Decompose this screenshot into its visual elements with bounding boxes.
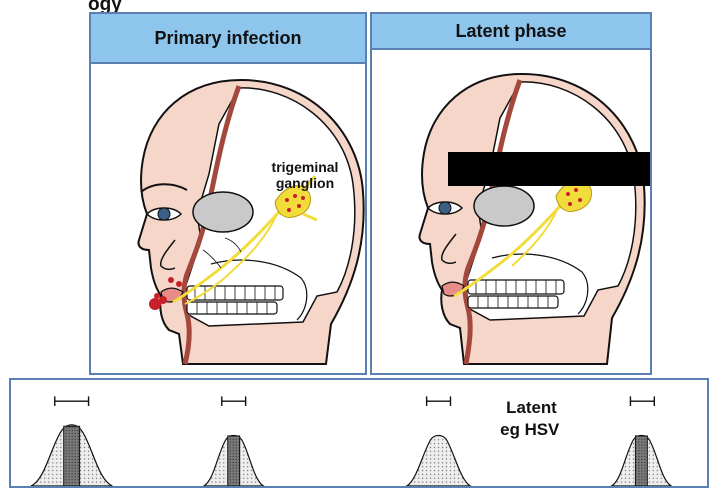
annotation-ganglion: ganglion — [276, 175, 334, 191]
bottom-latency-strip: Latent eg HSV — [9, 378, 709, 488]
annotation-trigeminal: trigeminal — [272, 159, 339, 175]
panel-title-primary-infection: Primary infection — [91, 14, 365, 64]
panel-primary-infection: Primary infection — [89, 12, 367, 375]
panel-title-latent-phase: Latent phase — [372, 14, 650, 50]
redaction-bar — [448, 152, 650, 186]
latent-label: Latent — [506, 398, 557, 417]
head-illustration-primary: trigeminal ganglion — [91, 64, 365, 373]
panel-latent-phase: Latent phase — [370, 12, 652, 375]
head-illustration-latent — [372, 50, 650, 373]
latent-example-label: eg HSV — [500, 420, 559, 439]
